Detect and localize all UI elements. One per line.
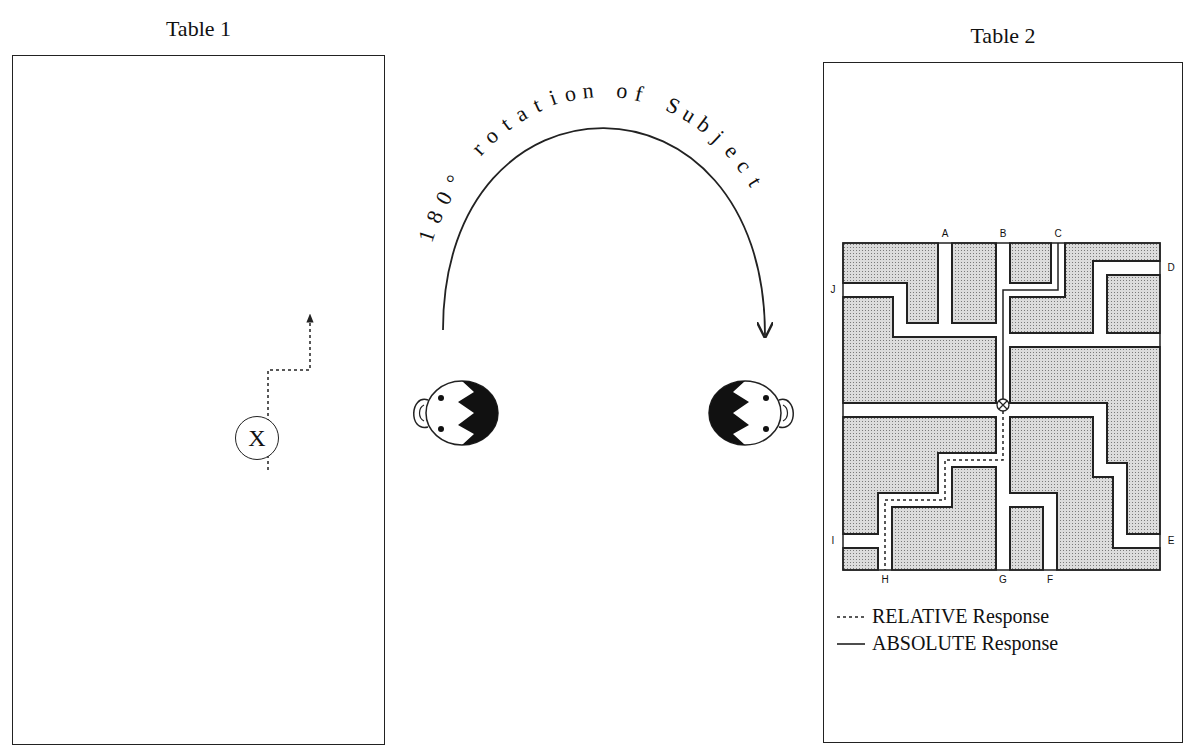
legend-text: ABSOLUTE Response (872, 632, 1058, 655)
table-outline: Table 1X (12, 55, 385, 745)
marker-letter: X (248, 426, 265, 450)
exit-letter: C (1053, 229, 1062, 239)
subject-head (414, 381, 498, 445)
start-marker: X (235, 416, 279, 460)
exit-letter: D (1166, 263, 1175, 273)
legend-text: RELATIVE Response (872, 605, 1049, 628)
legend-sample (836, 612, 866, 622)
exit-letter: B (999, 229, 1008, 239)
exit-letter: E (1167, 536, 1176, 546)
legend: RELATIVE ResponseABSOLUTE Response (836, 603, 1058, 657)
legend-sample (836, 639, 866, 649)
table-label: Table 2 (824, 23, 1182, 49)
maze (843, 243, 1160, 570)
exit-letter: H (880, 575, 889, 585)
exit-letter: F (1046, 575, 1054, 585)
legend-entry: RELATIVE Response (836, 603, 1058, 630)
exit-letter: I (831, 536, 836, 546)
legend-entry: ABSOLUTE Response (836, 630, 1058, 657)
exit-letter: A (941, 229, 950, 239)
rotation-arrow (443, 128, 765, 335)
table-label: Table 1 (13, 16, 384, 42)
exit-letter: J (830, 285, 837, 295)
subject-head (709, 381, 793, 445)
exit-letter: G (998, 575, 1008, 585)
